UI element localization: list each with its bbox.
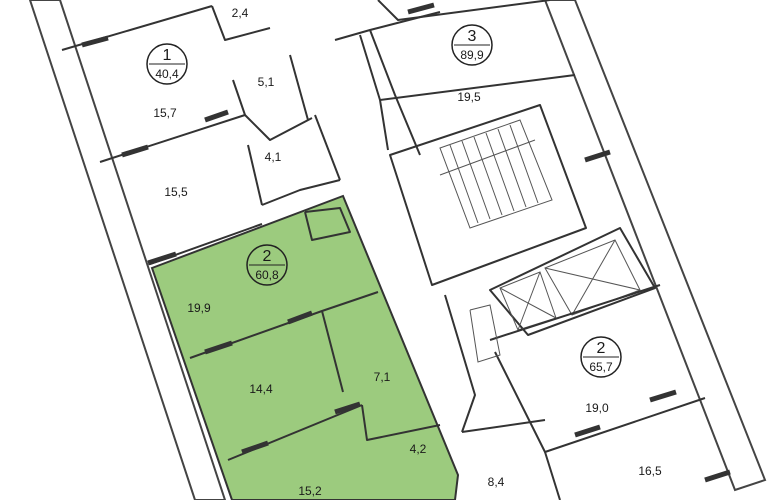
room-area-label: 5,1	[258, 75, 275, 89]
apartment-badge-2-highlighted: 2 60,8	[246, 244, 288, 286]
room-area-label: 8,4	[488, 475, 505, 489]
room-area-label: 4,2	[410, 442, 427, 456]
elevator-shafts	[489, 227, 656, 336]
room-labels: 2,4 15,7 5,1 4,1 15,5 19,5 19,9 14,4 7,1…	[153, 6, 662, 498]
apartment-badge-1: 1 40,4	[146, 43, 188, 85]
apartment-area: 40,4	[155, 67, 179, 81]
room-area-label: 15,2	[298, 484, 322, 498]
room-area-label: 19,5	[457, 90, 481, 104]
stair-core	[334, 0, 587, 286]
apartment-badge-2-right: 2 65,7	[580, 336, 622, 378]
windows	[81, 2, 731, 483]
facade-right	[543, 0, 767, 492]
apartment-area: 60,8	[255, 268, 279, 282]
room-area-label: 14,4	[249, 382, 273, 396]
room-area-label: 4,1	[265, 150, 282, 164]
room-area-label: 7,1	[374, 370, 391, 384]
apartment-highlight-area[interactable]	[150, 194, 460, 500]
room-area-label: 15,7	[153, 106, 177, 120]
apartment-badge-3: 3 89,9	[451, 24, 493, 66]
apartment-rooms: 2	[263, 248, 272, 265]
room-area-label: 19,9	[187, 301, 211, 315]
facade-left	[28, 0, 227, 500]
room-area-label: 15,5	[164, 185, 188, 199]
apartment-area: 89,9	[460, 48, 484, 62]
apartment-2-right-walls	[444, 284, 706, 500]
apartment-rooms: 2	[597, 340, 606, 357]
room-area-label: 19,0	[585, 401, 609, 415]
room-area-label: 2,4	[232, 6, 249, 20]
apartment-rooms: 1	[163, 47, 172, 64]
apartment-rooms: 3	[468, 28, 477, 45]
room-area-label: 16,5	[638, 464, 662, 478]
apartment-area: 65,7	[589, 360, 613, 374]
